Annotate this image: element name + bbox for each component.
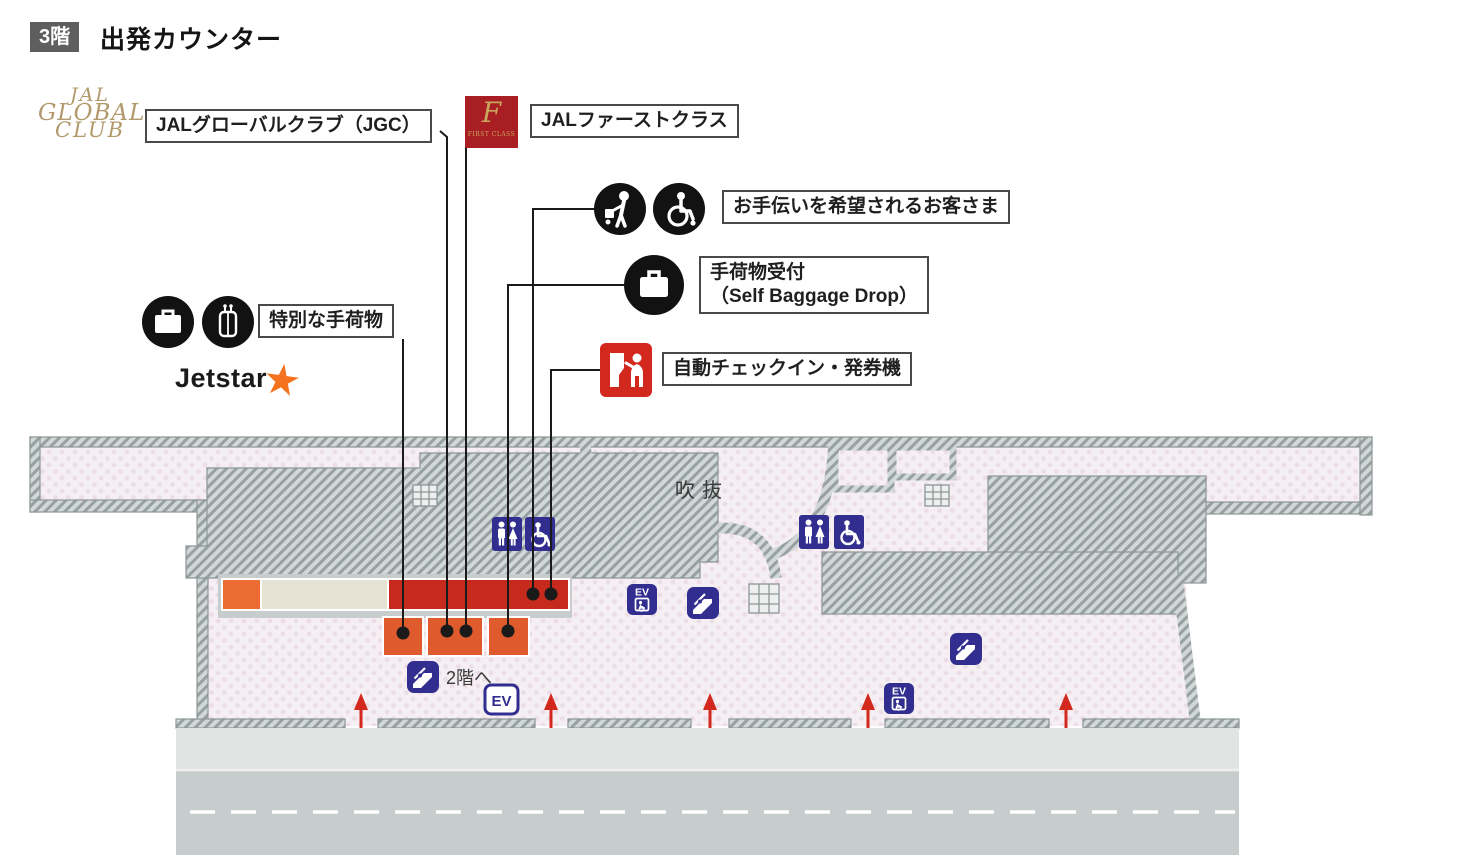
accessible-restroom-icon — [832, 513, 866, 551]
left-wing-bottom-wall — [29, 499, 211, 513]
jetstar-logo: Jetstar★ — [175, 357, 303, 405]
atrium-label: 吹抜 — [675, 479, 729, 502]
golf-bag-icon — [202, 296, 254, 348]
facility-icons: EV — [405, 513, 984, 716]
first-class-caption: FIRST CLASS — [467, 131, 516, 138]
assistance-label: お手伝いを希望されるお客さま — [722, 190, 1011, 224]
suitcase-icon — [142, 296, 194, 348]
leader-jgc — [439, 130, 448, 631]
top-wall — [29, 436, 1373, 448]
closed-counter — [260, 578, 389, 611]
escalator-icon — [405, 659, 441, 695]
jetstar-star-icon: ★ — [262, 357, 303, 405]
walls — [29, 436, 1373, 729]
restroom-icon — [799, 515, 829, 549]
stair-grid-center — [748, 583, 780, 614]
wheelchair-icon — [653, 183, 705, 235]
checkin-counters — [218, 574, 572, 657]
baggage-drop-label-en: （Self Baggage Drop） — [710, 285, 918, 307]
central-left-block — [185, 452, 719, 579]
jgc-logo-line2: GLOBAL — [38, 99, 146, 126]
small-room-1 — [831, 443, 895, 493]
floor-badge: 3階 — [30, 22, 80, 52]
right-lower-block — [821, 551, 1179, 615]
stair-grid-right — [924, 484, 950, 507]
right-slant-wall — [1171, 573, 1202, 728]
escalator-icon — [948, 631, 984, 667]
right-end-wall — [1359, 436, 1373, 516]
right-wing-bottom-wall — [1179, 501, 1367, 515]
leader-lines — [402, 130, 624, 633]
special-baggage-label: 特別な手荷物 — [258, 304, 395, 338]
elevator-icon — [626, 583, 658, 616]
leader-dots — [396, 587, 558, 640]
small-room-2 — [889, 443, 957, 481]
curbside — [176, 728, 1239, 855]
kiosk-island-2 — [426, 616, 484, 657]
stairs — [412, 484, 950, 614]
to-second-floor-label: 2階へ — [446, 668, 492, 688]
stair-grid-left — [412, 484, 438, 507]
leader-assistance — [532, 208, 595, 594]
checkin-kiosk-icon — [600, 343, 652, 397]
jal-global-club-logo: JAL GLOBAL CLUB — [38, 84, 146, 143]
first-class-label: JALファーストクラス — [530, 104, 739, 138]
jetstar-text: Jetstar — [175, 363, 268, 393]
baggage-drop-label-jp: 手荷物受付 — [710, 262, 806, 283]
elevator-badge-label: EV — [491, 693, 511, 710]
jgc-logo-line3: CLUB — [55, 118, 125, 143]
checkin-label: 自動チェックイン・発券機 — [662, 352, 913, 386]
jal-counter — [387, 578, 570, 611]
porter-icon — [594, 183, 646, 235]
bottom-wall-segments — [175, 718, 1240, 729]
jetstar-counter — [221, 578, 262, 611]
baggage-icon — [624, 255, 684, 315]
jgc-logo-line1: JAL — [70, 84, 110, 106]
elevator-icon — [883, 682, 915, 715]
baggage-drop-label: 手荷物受付 （Self Baggage Drop） — [699, 256, 929, 314]
jgc-label: JALグローバルクラブ（JGC） — [145, 109, 432, 143]
page-title: 出発カウンター — [100, 26, 283, 54]
first-class-f: F — [481, 96, 502, 129]
escalator-icon — [685, 585, 721, 621]
left-boundary-wall — [196, 499, 209, 727]
sidewalk — [176, 728, 1239, 770]
leader-baggage-drop — [507, 284, 624, 631]
leader-checkin — [550, 369, 600, 594]
jal-first-class-logo: F FIRST CLASS — [465, 96, 518, 148]
elevator-badge: EV — [483, 683, 520, 716]
